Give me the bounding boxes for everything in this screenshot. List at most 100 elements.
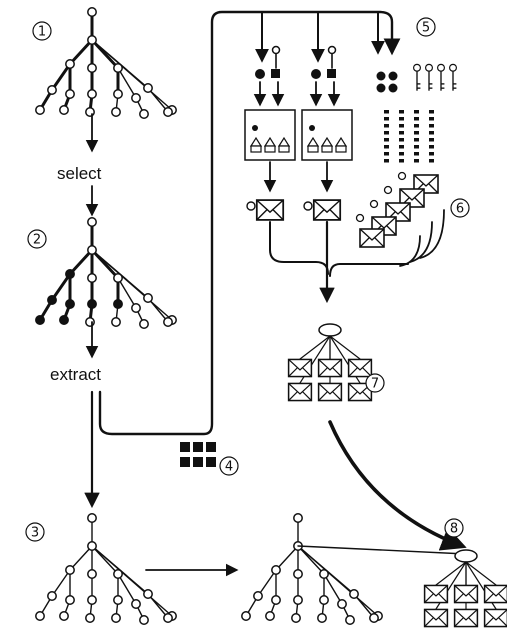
tree-edge <box>147 593 169 619</box>
tree-node <box>113 595 123 605</box>
tree-edge <box>117 277 137 309</box>
dotted-mark <box>399 110 404 114</box>
dotted-mark <box>429 152 434 156</box>
tree-node <box>293 595 303 605</box>
tree-node <box>139 109 149 119</box>
tree-node <box>65 565 75 575</box>
tree-node <box>337 599 347 609</box>
tree-node <box>87 541 97 551</box>
tree-4 <box>241 513 383 625</box>
tree-edge <box>117 67 137 99</box>
black-square <box>271 69 280 78</box>
cluster-envelope <box>483 608 507 628</box>
box-glyph-base <box>321 145 333 153</box>
stacked-node <box>369 199 379 209</box>
merge-left <box>269 221 329 275</box>
tree-node <box>113 63 123 73</box>
envelope-2 <box>312 199 342 221</box>
cluster-envelope-shape <box>423 584 449 604</box>
tree-node <box>271 595 281 605</box>
tree-node <box>35 611 45 621</box>
cluster-envelope <box>287 382 313 402</box>
tail-1 <box>419 209 445 259</box>
tree-node <box>111 613 121 623</box>
dotted-mark <box>414 117 419 121</box>
step-marker-4: 4 <box>219 456 239 476</box>
dotted-mark <box>399 131 404 135</box>
step-number-4: 4 <box>225 460 233 475</box>
cluster-dot <box>376 71 386 81</box>
cluster-oval <box>454 549 478 563</box>
tree-node <box>87 35 97 45</box>
tree-node <box>87 595 97 605</box>
cluster-edge <box>465 561 497 586</box>
envelope-2-shape <box>312 199 342 221</box>
dotted-mark <box>414 110 419 114</box>
tree-node <box>87 245 97 255</box>
tree-node <box>317 613 327 623</box>
key-icon <box>424 63 434 92</box>
tree-node <box>163 317 173 327</box>
dotted-mark <box>399 138 404 142</box>
tree-edge <box>117 573 137 605</box>
arrow-7-to-8 <box>328 420 467 551</box>
tree-node <box>319 569 329 579</box>
tree-node <box>345 615 355 625</box>
envelope-1 <box>255 199 285 221</box>
tree-edge <box>353 593 375 619</box>
cluster-envelope <box>453 608 479 628</box>
tree-node <box>47 85 57 95</box>
black-square <box>327 69 336 78</box>
tree-node <box>65 299 75 309</box>
stacked-envelope <box>359 228 385 248</box>
key-icon-shape <box>424 63 434 92</box>
step-number-5: 5 <box>422 21 430 36</box>
tree-edge <box>323 573 343 605</box>
tree-node <box>113 569 123 579</box>
box-glyph-base <box>335 145 347 153</box>
tree-node <box>113 89 123 99</box>
dotted-mark <box>384 124 389 128</box>
pair-2 <box>311 45 337 79</box>
key-icon <box>448 63 458 92</box>
cluster-envelope <box>347 358 373 378</box>
black-node <box>255 69 265 79</box>
dotted-mark <box>414 138 419 142</box>
cluster-dot <box>376 83 386 93</box>
dotted-mark <box>414 152 419 156</box>
route-extract-to-top <box>98 10 401 436</box>
dotted-mark <box>399 124 404 128</box>
tree-node <box>111 317 121 327</box>
dotted-mark <box>429 145 434 149</box>
cluster-envelope-shape <box>483 584 507 604</box>
step-marker-3: 3 <box>25 522 45 542</box>
extracted-block <box>206 457 216 467</box>
tree-node <box>163 613 173 623</box>
tree-node <box>35 105 45 115</box>
envelope-1-shape <box>255 199 285 221</box>
tree-3 <box>35 513 177 625</box>
dotted-mark <box>399 145 404 149</box>
step-number-8: 8 <box>450 522 458 537</box>
dotted-mark <box>429 117 434 121</box>
tree-node <box>369 613 379 623</box>
tree-node <box>291 613 301 623</box>
tree-node <box>47 295 57 305</box>
cluster-envelope-shape <box>317 382 343 402</box>
cluster-envelope-shape <box>287 358 313 378</box>
dotted-mark <box>414 159 419 163</box>
step-marker-5: 5 <box>416 17 436 37</box>
tree-edge <box>51 569 71 597</box>
cluster-envelope-shape <box>317 358 343 378</box>
tree-edge <box>257 569 277 597</box>
cluster-envelope-shape <box>453 584 479 604</box>
tree-node <box>87 513 97 523</box>
dotted-mark <box>414 131 419 135</box>
cluster-envelope <box>317 358 343 378</box>
tree-edge <box>91 545 173 617</box>
cluster-envelope <box>423 584 449 604</box>
dotted-mark <box>384 131 389 135</box>
tree-node <box>293 569 303 579</box>
extracted-block <box>193 457 203 467</box>
tree-node <box>131 599 141 609</box>
